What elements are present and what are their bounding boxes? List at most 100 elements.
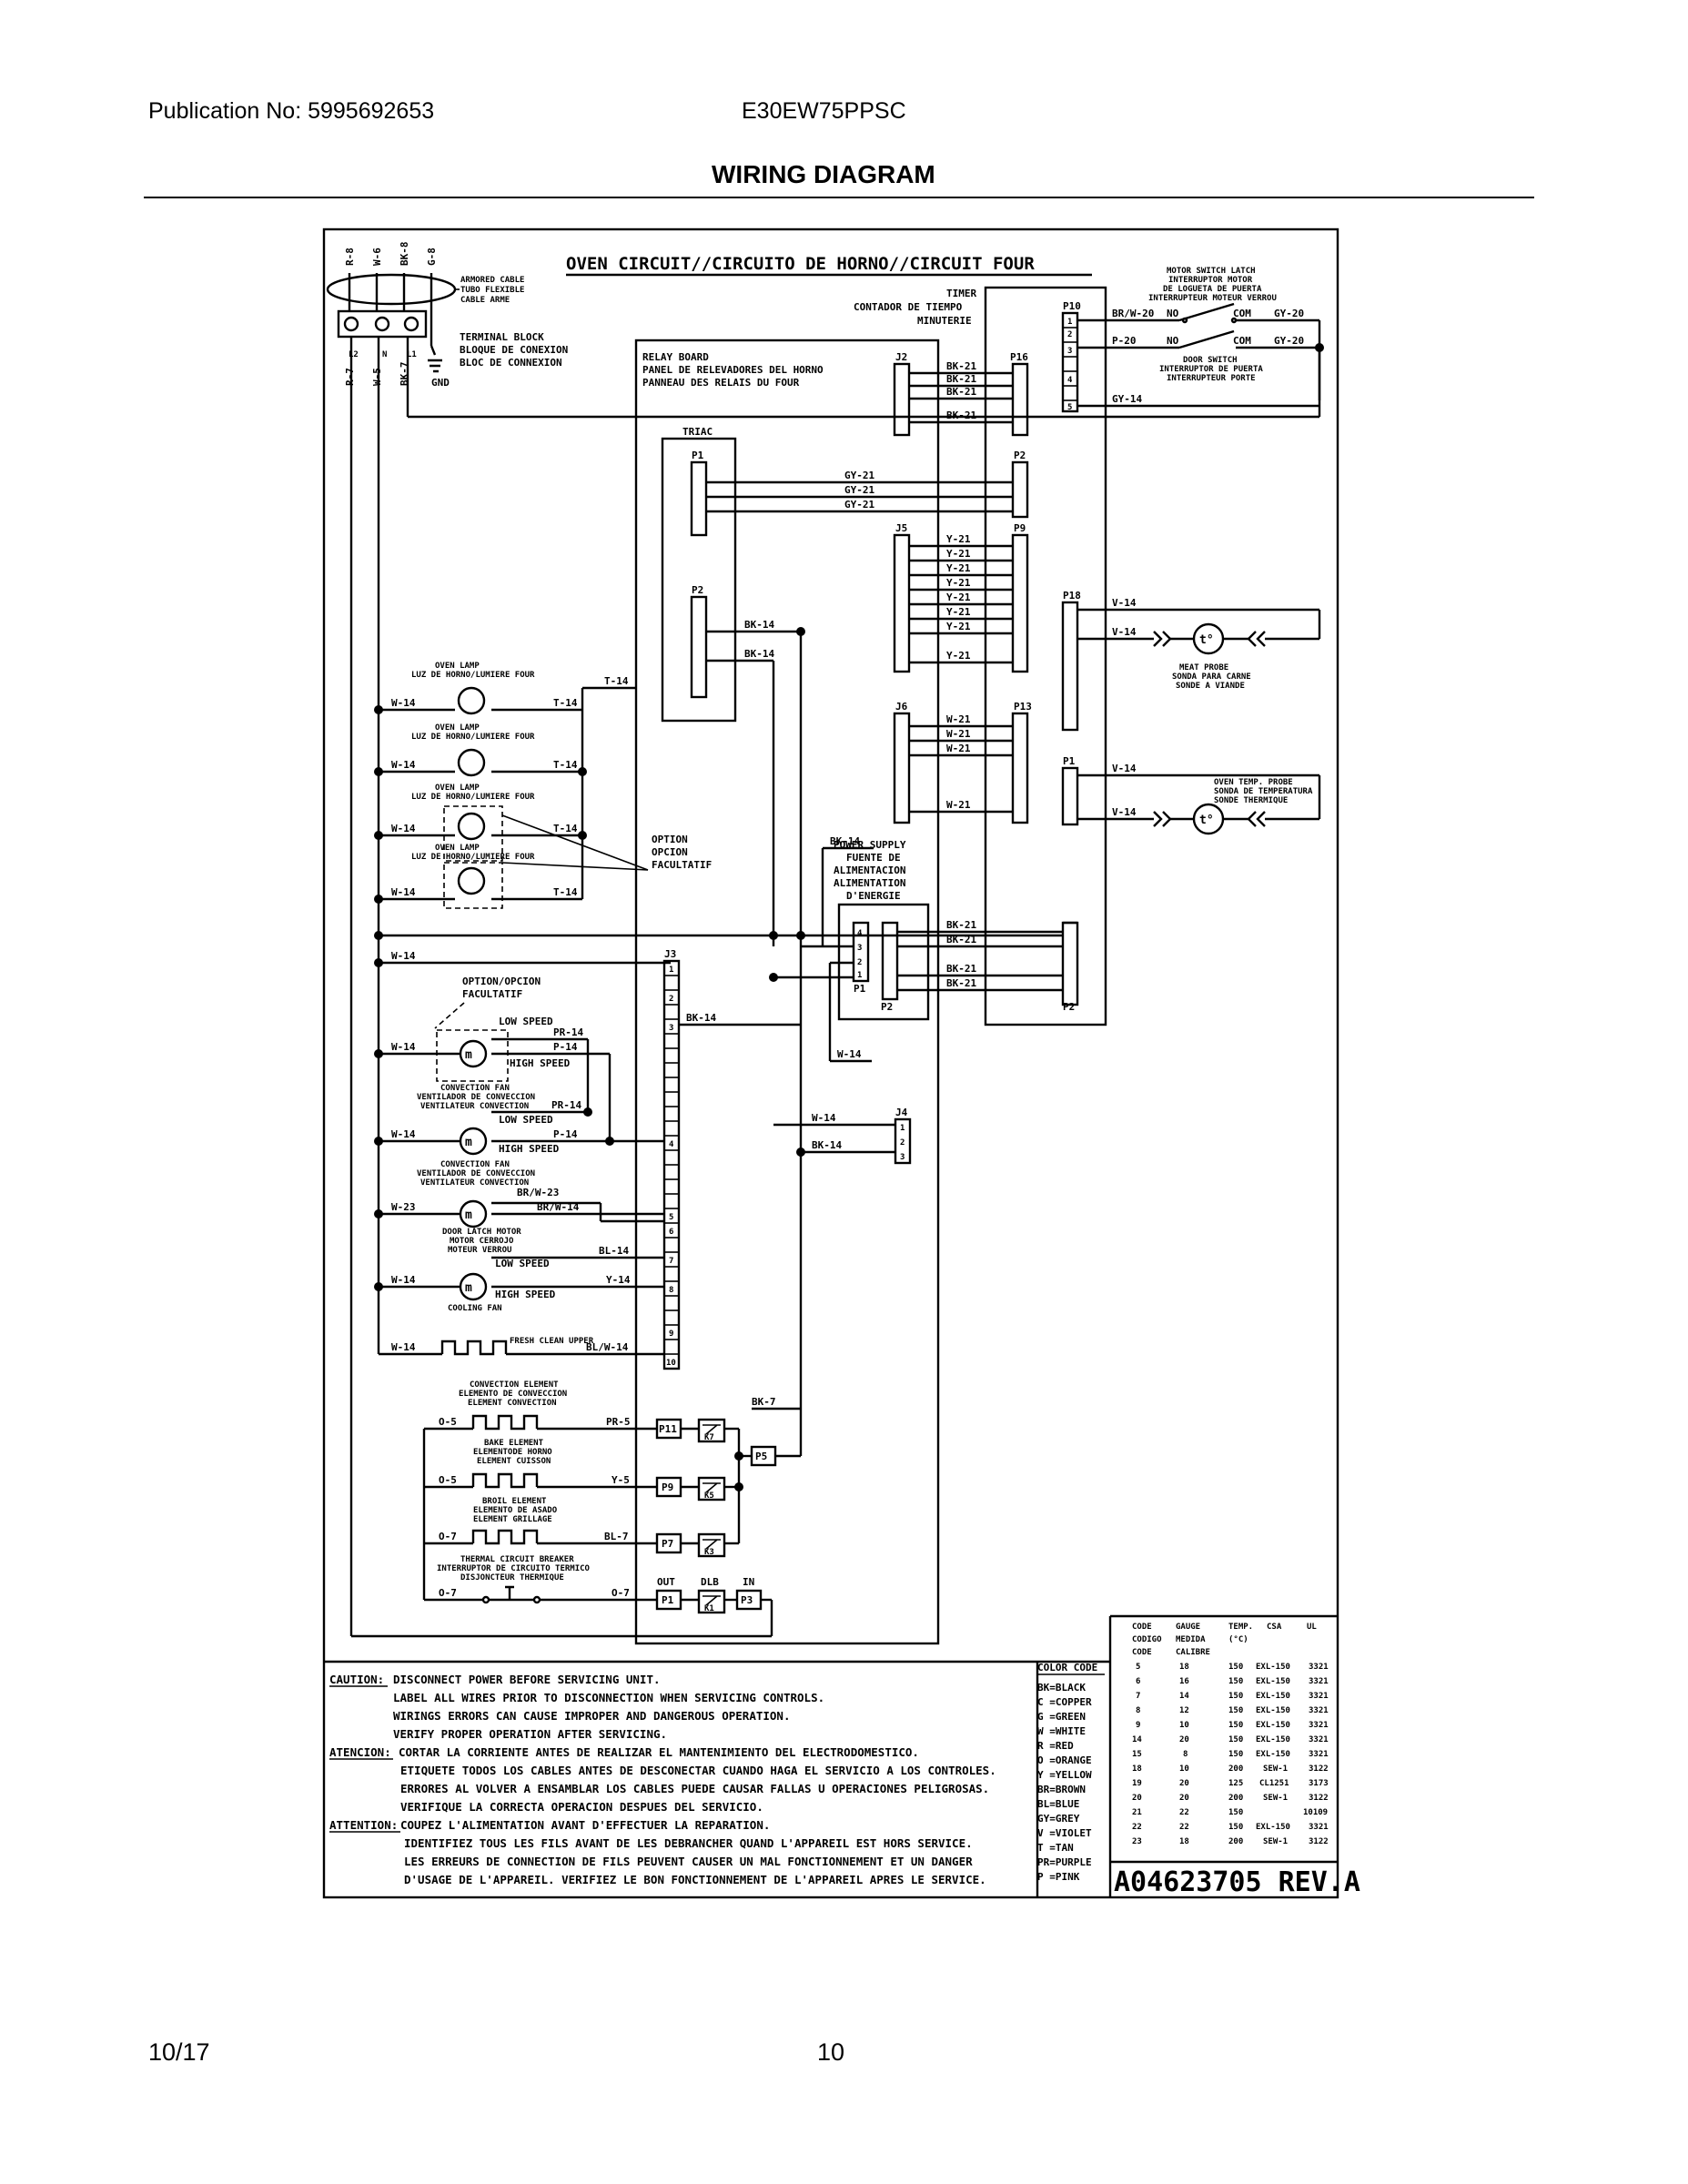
svg-text:BK-21: BK-21 (946, 977, 976, 989)
svg-text:GY-20: GY-20 (1274, 335, 1304, 347)
door-latch-motor: m W-23 BR/W-23 BR/W-14 DOOR LATCH MOTOR … (374, 1187, 664, 1255)
svg-text:18: 18 (1132, 1764, 1142, 1774)
svg-text:COOLING FAN: COOLING FAN (448, 1304, 502, 1313)
svg-text:BK-21: BK-21 (946, 373, 976, 385)
svg-text:BR/W-23: BR/W-23 (517, 1187, 559, 1198)
svg-text:ELEMENT GRILLAGE: ELEMENT GRILLAGE (473, 1515, 552, 1524)
svg-text:OUT: OUT (657, 1576, 675, 1588)
svg-text:W-14: W-14 (391, 697, 416, 709)
svg-text:OVEN LAMP: OVEN LAMP (435, 662, 480, 671)
svg-text:3: 3 (1067, 347, 1072, 356)
svg-text:SONDA DE TEMPERATURA: SONDA DE TEMPERATURA (1214, 787, 1313, 796)
gnd-label: GND (431, 377, 450, 389)
svg-text:LUZ DE HORNO/LUMIERE FOUR: LUZ DE HORNO/LUMIERE FOUR (411, 853, 535, 862)
svg-text:23: 23 (1132, 1837, 1142, 1846)
svg-text:21: 21 (1132, 1808, 1142, 1817)
svg-text:10: 10 (1179, 1764, 1189, 1774)
caution-notes: CAUTION: DISCONNECT POWER BEFORE SERVICI… (329, 1673, 824, 1741)
svg-text:K1: K1 (704, 1604, 714, 1613)
svg-text:GY-21: GY-21 (844, 484, 874, 496)
svg-text:1: 1 (669, 966, 673, 975)
svg-text:200: 200 (1228, 1837, 1243, 1846)
fresh-clean-heater: W-14 FRESH CLEAN UPPER BL/W-14 (379, 1337, 664, 1356)
svg-text:P1: P1 (692, 450, 704, 461)
svg-text:Y-21: Y-21 (946, 548, 971, 560)
svg-text:CODE: CODE (1132, 1648, 1152, 1657)
option-label-2: OPTION/OPCION FACULTATIF (434, 976, 541, 1029)
svg-text:R-7: R-7 (344, 368, 356, 386)
svg-text:COM: COM (1233, 308, 1251, 319)
svg-text:(°C): (°C) (1228, 1635, 1248, 1644)
svg-text:SONDA PARA CARNE: SONDA PARA CARNE (1172, 672, 1251, 682)
svg-text:P11: P11 (659, 1423, 677, 1435)
footer-date: 10/17 (148, 2038, 210, 2066)
svg-text:200: 200 (1228, 1764, 1243, 1774)
svg-text:19: 19 (1132, 1779, 1142, 1788)
svg-text:4: 4 (1067, 376, 1073, 385)
svg-text:DISJONCTEUR THERMIQUE: DISJONCTEUR THERMIQUE (460, 1573, 564, 1582)
svg-text:OPTION/OPCION: OPTION/OPCION (462, 976, 541, 987)
svg-text:J3: J3 (664, 948, 676, 960)
svg-text:22: 22 (1179, 1808, 1189, 1817)
svg-text:CSA: CSA (1267, 1623, 1282, 1632)
svg-text:ELEMENT CONVECTION: ELEMENT CONVECTION (468, 1399, 557, 1408)
svg-text:150: 150 (1228, 1706, 1243, 1715)
svg-text:EXL-150: EXL-150 (1256, 1750, 1290, 1759)
svg-text:C =COPPER: C =COPPER (1037, 1696, 1092, 1708)
svg-text:W-14: W-14 (391, 1274, 416, 1286)
svg-text:BK-14: BK-14 (830, 835, 860, 847)
svg-text:FUENTE DE: FUENTE DE (846, 852, 901, 864)
svg-text:GY-21: GY-21 (844, 499, 874, 511)
svg-text:W-14: W-14 (812, 1112, 836, 1124)
svg-text:150: 150 (1228, 1750, 1243, 1759)
svg-text:BK-14: BK-14 (686, 1012, 716, 1024)
svg-text:P2: P2 (881, 1001, 893, 1013)
svg-text:P3: P3 (741, 1594, 753, 1606)
svg-text:W-14: W-14 (391, 823, 416, 834)
svg-text:BL-7: BL-7 (604, 1531, 629, 1542)
svg-text:LES ERREURS DE CONNECTION DE F: LES ERREURS DE CONNECTION DE FILS PEUVEN… (404, 1855, 973, 1868)
svg-text:DOOR SWITCH: DOOR SWITCH (1183, 356, 1238, 365)
door-switch-label: DOOR SWITCH INTERRUPTOR DE PUERTA INTERR… (1159, 356, 1263, 383)
svg-text:BLOC DE CONNEXION: BLOC DE CONNEXION (460, 357, 562, 369)
svg-text:TRIAC: TRIAC (682, 426, 713, 438)
svg-text:T-14: T-14 (553, 886, 578, 898)
svg-text:W-21: W-21 (946, 728, 971, 740)
svg-text:PANEL DE RELEVADORES DEL HORNO: PANEL DE RELEVADORES DEL HORNO (642, 364, 824, 376)
svg-text:ALIMENTACION: ALIMENTACION (834, 864, 905, 876)
svg-text:9: 9 (669, 1330, 673, 1339)
svg-text:7: 7 (669, 1257, 673, 1266)
oven-probe-label: OVEN TEMP. PROBE SONDA DE TEMPERATURA SO… (1214, 778, 1313, 805)
svg-text:K5: K5 (704, 1491, 714, 1501)
svg-text:TUBO FLEXIBLE: TUBO FLEXIBLE (460, 286, 524, 295)
svg-text:K7: K7 (704, 1433, 714, 1442)
svg-text:P16: P16 (1010, 351, 1028, 363)
svg-text:3173: 3173 (1309, 1779, 1329, 1788)
svg-text:W-23: W-23 (391, 1201, 416, 1213)
svg-text:INTERRUPTEUR PORTE: INTERRUPTEUR PORTE (1167, 374, 1256, 383)
svg-text:PR=PURPLE: PR=PURPLE (1037, 1856, 1092, 1868)
svg-text:8: 8 (1183, 1750, 1188, 1759)
svg-text:Y =YELLOW: Y =YELLOW (1037, 1769, 1092, 1781)
svg-text:VERIFY PROPER OPERATION AFTER: VERIFY PROPER OPERATION AFTER SERVICING. (393, 1727, 667, 1741)
svg-text:BL/W-14: BL/W-14 (586, 1341, 629, 1353)
svg-text:2: 2 (1067, 330, 1072, 339)
svg-text:GY-21: GY-21 (844, 470, 874, 481)
svg-text:Y-21: Y-21 (946, 621, 971, 632)
svg-text:T-14: T-14 (553, 823, 578, 834)
svg-text:5: 5 (669, 1213, 673, 1222)
svg-text:20: 20 (1179, 1794, 1189, 1803)
svg-text:OVEN LAMP: OVEN LAMP (435, 723, 480, 733)
svg-text:8: 8 (1136, 1706, 1140, 1715)
svg-text:P-20: P-20 (1112, 335, 1137, 347)
svg-text:R =RED: R =RED (1037, 1740, 1074, 1752)
svg-text:P =PINK: P =PINK (1037, 1871, 1080, 1883)
svg-text:MEDIDA: MEDIDA (1176, 1635, 1206, 1644)
svg-text:POWER SUPPLY: POWER SUPPLY (834, 839, 906, 851)
svg-text:INTERRUPTEUR MOTEUR VERROU: INTERRUPTEUR MOTEUR VERROU (1148, 294, 1277, 303)
svg-text:BK-14: BK-14 (744, 619, 774, 631)
svg-text:150: 150 (1228, 1808, 1243, 1817)
svg-text:CONTADOR DE TIEMPO: CONTADOR DE TIEMPO (854, 301, 963, 313)
